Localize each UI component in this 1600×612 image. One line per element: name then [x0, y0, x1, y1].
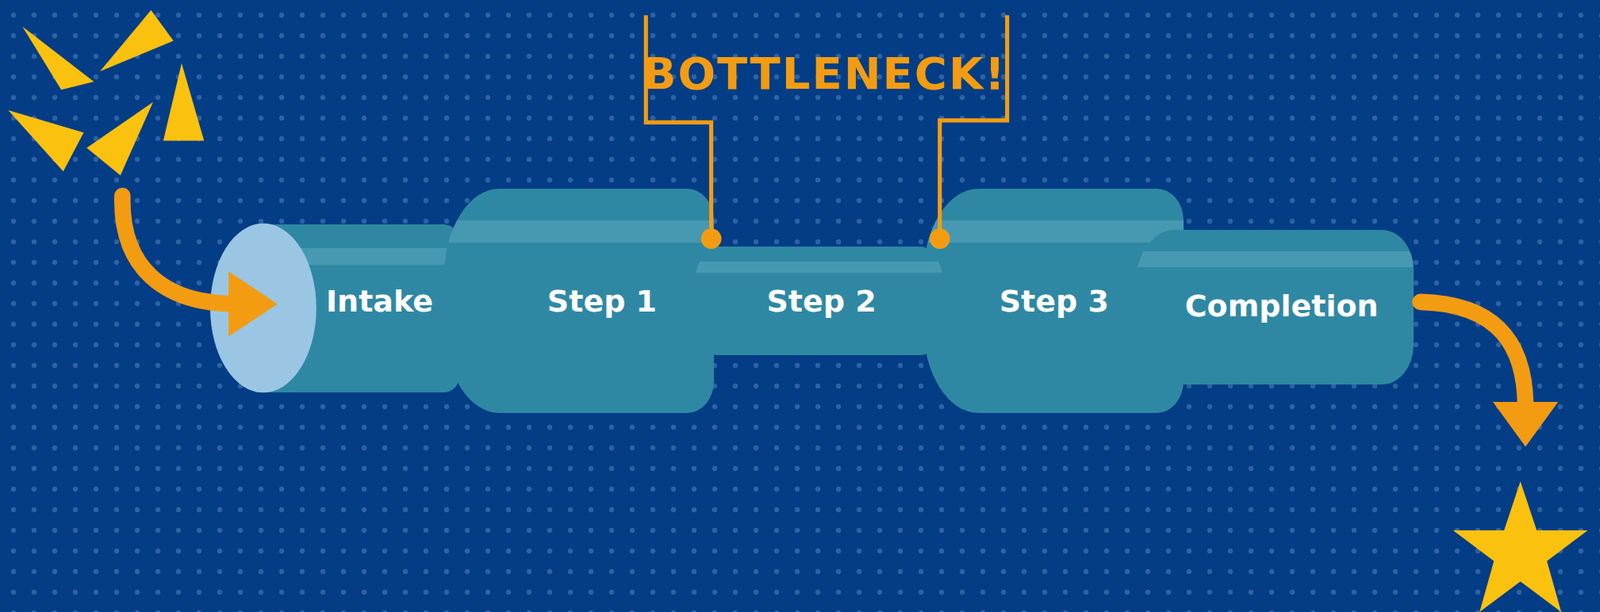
- pipe-opening: [210, 223, 317, 394]
- intake-arrow: [122, 195, 237, 304]
- confetti-piece: [7, 110, 84, 172]
- pipe-segment: Completion: [1134, 230, 1413, 386]
- confetti: [7, 10, 204, 176]
- confetti-piece: [86, 102, 154, 177]
- bracket-dot: [929, 228, 951, 250]
- segment-label: Step 3: [999, 286, 1109, 317]
- bracket-line: [645, 15, 711, 239]
- confetti-piece: [22, 26, 94, 90]
- goal-star: [1453, 481, 1589, 612]
- segment-label: Step 2: [766, 286, 876, 317]
- arrow-head: [228, 271, 278, 337]
- segment-label: Intake: [326, 286, 434, 317]
- segment-label: Step 1: [547, 286, 657, 317]
- bracket-line: [940, 15, 1008, 239]
- pipe-segment: Step 2: [694, 246, 944, 355]
- confetti-piece: [163, 63, 204, 142]
- callout-label: BOTTLENECK!: [642, 51, 1007, 96]
- pipe-segment: Intake: [255, 224, 460, 393]
- confetti-piece: [99, 10, 174, 72]
- pipe-segment: Step 1: [444, 188, 715, 414]
- bracket-dot: [701, 228, 722, 250]
- arrow-head: [1492, 402, 1558, 448]
- segment-label: Completion: [1185, 291, 1379, 322]
- output-arrow: [1420, 302, 1526, 409]
